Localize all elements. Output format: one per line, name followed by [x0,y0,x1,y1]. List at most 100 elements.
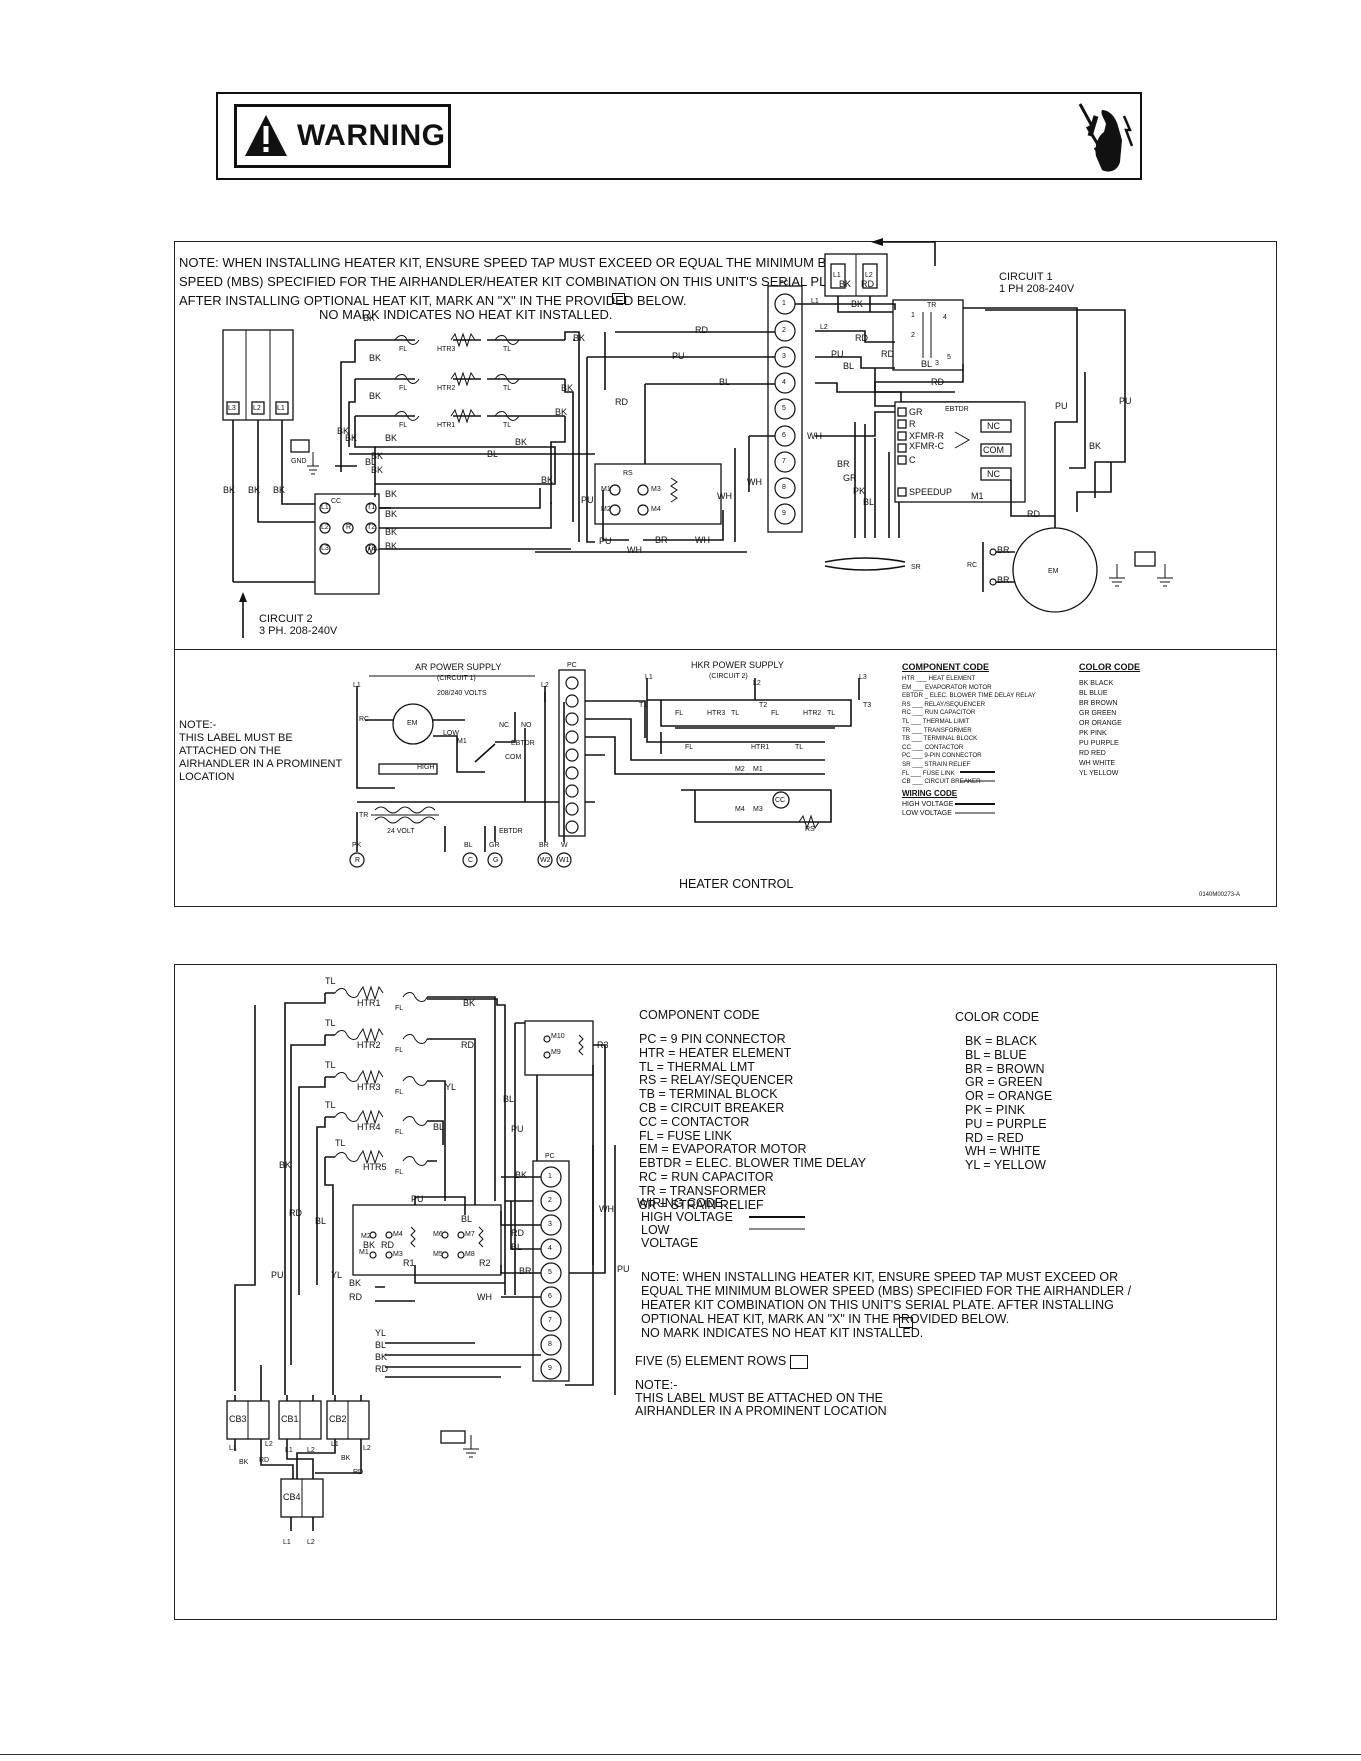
warning-sign: WARNING [234,104,451,168]
wire-bk-1: BK [223,485,236,495]
d2-pin-7: 7 [548,1317,552,1324]
d2-component-code-item-12: SR = STRAIN RELIEF [639,1197,764,1212]
d2-wire-bk-4: BK [349,1278,362,1288]
ar-m1: M1 [457,738,467,745]
wire-bl-3: BL [365,457,377,467]
pc-l1: L1 [811,298,819,305]
d2-component-code-item-4: TB = TERMINAL BLOCK [639,1087,778,1102]
lower-note-4: AIRHANDLER IN A PROMINENT [179,758,343,770]
ar-no: NO [521,722,532,729]
d2-wire-yl-2: YL [375,1328,387,1338]
lower-note-1: NOTE:- [179,719,217,731]
cb4-l1: L1 [283,1539,291,1546]
d1-color-code-item-3: GR GREEN [1079,710,1117,717]
cb2-bk: BK [341,1455,351,1462]
ar-pk: PK [352,842,362,849]
gnd-label: GND [291,458,307,465]
pc-pin-9: 9 [782,510,786,517]
hkr-l2: L2 [753,680,761,687]
ebtdr-gr: GR [909,407,923,417]
d2-wire-pu-3: PU [511,1124,524,1134]
d1-component-code-item-8: CC ___ CONTACTOR [902,743,964,751]
hkr-t2: T2 [759,702,768,709]
d1-wiring-legend-lines [955,803,995,814]
d2-color-code-item-3: GR = GREEN [965,1075,1043,1090]
d2-color-code-item-0: BK = BLACK [965,1034,1037,1048]
hkr-htr2: HTR2 [803,710,822,717]
wire-bk-15: BK [371,465,384,475]
d2-wire-rd-4: RD [349,1292,362,1302]
pc-pin-3: 3 [782,353,786,360]
d2-m7: M7 [465,1231,475,1238]
cb3-l1: L1 [229,1445,237,1452]
d2-component-code-item-5: CB = CIRCUIT BREAKER [639,1101,785,1115]
motor-label: EM [1048,568,1059,575]
d2-component-code-item-6: CC = CONTACTOR [639,1114,750,1129]
breaker-cb2: CB2 [329,1414,347,1424]
wire-bk-3: BK [273,485,286,495]
hkr-tl-1: TL [731,710,740,717]
d1-color-code-item-5: PK PINK [1079,730,1107,737]
right-pu-1: PU [1055,401,1068,411]
ar-com: COM [505,754,522,761]
d2-wire-rd-5: RD [375,1364,388,1374]
d2-wire-bl-5: BL [375,1340,387,1350]
ar-rc: RC [359,716,370,723]
terminal-l1: L1 [277,405,285,412]
note-line-2: SPEED (MBS) SPECIFIED FOR THE AIRHANDLER… [179,274,855,289]
pc-pin-4: 4 [782,379,786,386]
d1-color-code-item-7: RD RED [1079,750,1106,757]
breaker-cb3: CB3 [229,1414,247,1424]
heat-kit-checkbox[interactable] [612,293,625,304]
wire-bk-5: BK [369,353,382,363]
d2-component-code-item-9: EBTDR = ELEC. BLOWER TIME DELAY [639,1156,867,1171]
cc-l1: L1 [321,504,329,511]
d2-component-code-item-11: TR = TRANSFORMER [639,1183,767,1198]
wire-bk-9: BK [345,433,358,443]
sr-label: SR [911,564,921,571]
d2-m10: M10 [551,1033,565,1040]
hkr-fl-1: FL [675,710,684,717]
d2-m3: M3 [393,1251,403,1258]
cb4-l2: L2 [307,1539,315,1546]
hkr-tl-3: TL [795,744,804,751]
d1-color-code-item-6: PU PURPLE [1079,740,1119,747]
five-element-rows-checkbox[interactable] [790,1355,808,1369]
top-bk: BK [839,279,852,289]
ar-br: BR [539,842,549,849]
wire-bk-7: BK [573,333,586,343]
d2-bottom-note-2: THIS LABEL MUST BE ATTACHED ON THE [635,1391,883,1405]
rs-m2: M2 [601,506,611,513]
tr-pin-4: 4 [943,314,947,321]
cc-label: CC [331,498,342,505]
d1-color-code-title: COLOR CODE [1079,662,1141,672]
d2-r2: R2 [479,1258,491,1268]
d2-wire-rd-2: RD [381,1240,394,1250]
diagram-2-heat-kit-checkbox[interactable] [899,1317,913,1328]
pc-pin-5: 5 [782,405,786,412]
note-line-3: AFTER INSTALLING OPTIONAL HEAT KIT, MARK… [179,293,687,308]
d1-wiring-code-title: WIRING CODE [902,789,958,798]
wire-wh-4: WH [747,477,762,487]
d2-color-code-item-5: PK = PINK [965,1103,1026,1117]
tr-rd: RD [855,333,868,343]
d2-wiring-high: HIGH VOLTAGE [641,1210,733,1224]
cb2-rd: RD [353,1469,364,1476]
d2-m1: M1 [359,1249,369,1256]
wire-bk-11: BK [515,437,528,447]
top-rd: RD [861,279,874,289]
d2-wire-bk-5: BK [375,1352,388,1362]
wire-gr-1: GR [843,473,857,483]
ar-w: W [561,842,568,849]
hkr-l3: L3 [859,674,867,681]
ar-r: R [355,857,361,864]
d2-m8: M8 [465,1251,475,1258]
d2-color-code-item-2: BR = BROWN [965,1061,1045,1076]
wire-wh-1: WH [365,545,380,555]
tr-rd-2: RD [881,349,894,359]
tr-bk: BK [851,299,864,309]
htr1-tl: TL [503,422,512,429]
htr1-label: HTR1 [437,422,456,429]
page-bottom-rule [0,1754,1361,1755]
wire-bk-12: BK [541,475,554,485]
